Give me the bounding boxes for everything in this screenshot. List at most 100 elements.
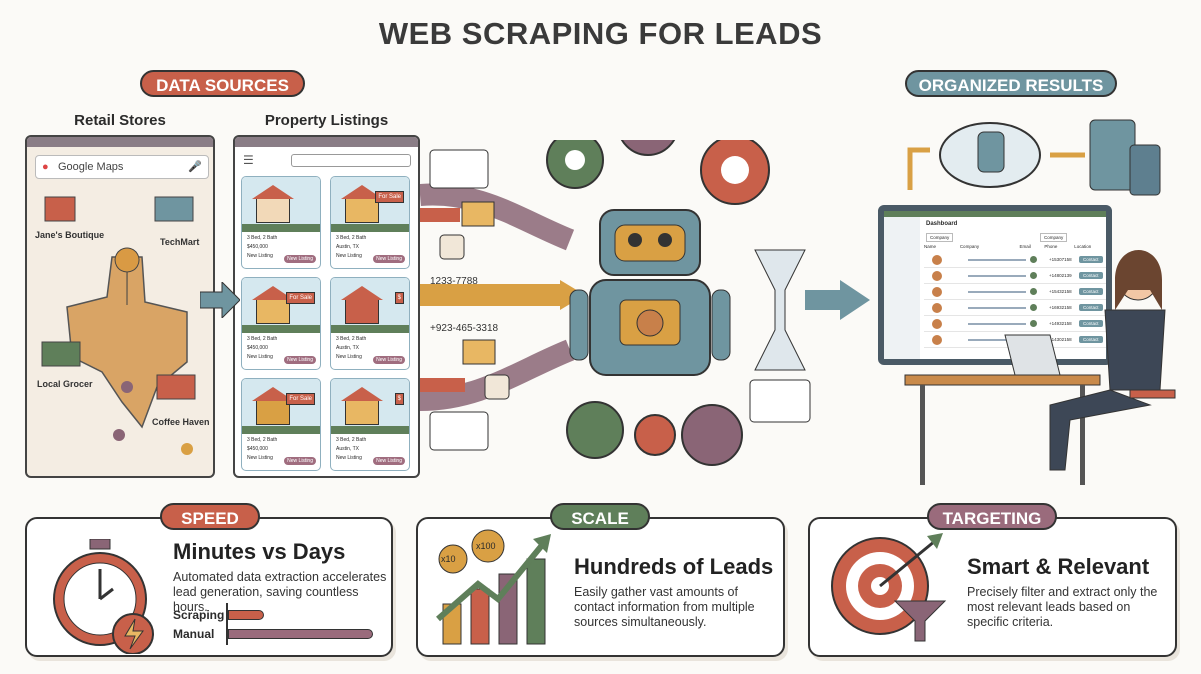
- avatar: [932, 318, 942, 329]
- avatar: [932, 270, 942, 281]
- column-header: Email: [1019, 244, 1031, 249]
- target-funnel-icon: [831, 533, 947, 642]
- contact-button[interactable]: Contact: [1079, 304, 1103, 311]
- property-heading: Property Listings: [264, 112, 389, 129]
- dashboard-sidebar: [884, 217, 920, 359]
- avatar: [932, 286, 942, 297]
- sale-sign: $: [394, 393, 404, 405]
- maps-search-input[interactable]: ● Google Maps 🎤: [35, 155, 209, 179]
- coin-label: x10: [441, 554, 456, 564]
- listing-card[interactable]: $ 3 Bed, 2 Bath Austin, TX New Listing N…: [330, 277, 410, 370]
- data-sources-pill: DATA SOURCES: [140, 70, 305, 97]
- targeting-card: Smart & Relevant Precisely filter and ex…: [808, 517, 1177, 657]
- data-flow-illustration: [420, 140, 870, 466]
- listing-status: New Listing: [247, 253, 273, 259]
- table-row[interactable]: +14802139 Contact: [924, 268, 1106, 284]
- phone-cell: +16932158: [1049, 305, 1072, 310]
- phone-number: +923-465-3318: [430, 323, 499, 334]
- bar-label-scraping: Scraping: [173, 608, 225, 622]
- house-illustration: For Sale: [242, 379, 320, 434]
- menu-icon[interactable]: ☰: [243, 153, 254, 167]
- house-illustration: $: [331, 278, 409, 333]
- phone-number: 1233-7788: [430, 276, 478, 287]
- listing-card[interactable]: For Sale 3 Bed, 2 Bath $450,000 New List…: [241, 277, 321, 370]
- new-listing-badge[interactable]: New Listing: [373, 356, 405, 364]
- titlebar: [884, 211, 1106, 217]
- scale-card: x10 x100 Hundreds of Leads Easily gather…: [416, 517, 785, 657]
- sale-sign: For Sale: [286, 393, 315, 405]
- contact-button[interactable]: Contact: [1079, 320, 1103, 327]
- listing-beds: 3 Bed, 2 Bath: [336, 336, 367, 342]
- column-header: Company: [959, 244, 980, 249]
- dashboard-title: Dashboard: [926, 221, 958, 227]
- manual-bar: [228, 629, 373, 639]
- contact-button[interactable]: Contact: [1079, 336, 1103, 343]
- check-icon: [1030, 304, 1037, 311]
- speed-card: Minutes vs Days Automated data extractio…: [25, 517, 393, 657]
- company-filter[interactable]: Company: [926, 233, 954, 242]
- scale-pill: SCALE: [550, 503, 650, 530]
- stopwatch-icon: [53, 539, 154, 654]
- targeting-pill: TARGETING: [927, 503, 1057, 530]
- listing-beds: 3 Bed, 2 Bath: [336, 437, 367, 443]
- company-filter[interactable]: Company: [1040, 233, 1068, 242]
- coin-label: x100: [476, 541, 496, 551]
- contact-button[interactable]: Contact: [1079, 272, 1103, 279]
- phone-cell: +14932158: [1049, 321, 1072, 326]
- contact-button[interactable]: Contact: [1079, 288, 1103, 295]
- listing-status: New Listing: [336, 253, 362, 259]
- table-row[interactable]: +16932158 Contact: [924, 300, 1106, 316]
- listing-info: Austin, TX: [336, 345, 359, 351]
- bar-label-manual: Manual: [173, 627, 215, 641]
- card-title: Smart & Relevant: [967, 554, 1150, 579]
- phone-cell: +14802139: [1049, 273, 1072, 278]
- scraping-bar: [228, 610, 265, 620]
- check-icon: [1030, 288, 1037, 295]
- new-listing-badge[interactable]: New Listing: [284, 356, 316, 364]
- house-illustration: [242, 177, 320, 232]
- store-label: Local Grocer: [37, 379, 93, 389]
- page-title: WEB SCRAPING FOR LEADS: [378, 16, 823, 51]
- contact-button[interactable]: Contact: [1079, 256, 1103, 263]
- table-row[interactable]: +14932158 Contact: [924, 316, 1106, 332]
- listing-card[interactable]: $ 3 Bed, 2 Bath Austin, TX New Listing N…: [330, 378, 410, 471]
- new-listing-badge[interactable]: New Listing: [284, 457, 316, 465]
- card-text: Precisely filter and extract only the mo…: [967, 585, 1158, 629]
- store-label: Jane's Boutique: [35, 230, 105, 240]
- card-title: Minutes vs Days: [173, 539, 346, 564]
- arrow-right-icon: [200, 282, 240, 318]
- listing-status: New Listing: [336, 455, 362, 461]
- company-placeholder: [968, 290, 1026, 293]
- card-text: Easily gather vast amounts of contact in…: [574, 585, 755, 629]
- column-header: Phone: [1044, 244, 1058, 249]
- listing-card[interactable]: For Sale 3 Bed, 2 Bath Austin, TX New Li…: [330, 176, 410, 269]
- listing-card[interactable]: For Sale 3 Bed, 2 Bath $450,000 New List…: [241, 378, 321, 471]
- new-listing-badge[interactable]: New Listing: [284, 255, 316, 263]
- check-icon: [1030, 272, 1037, 279]
- phone-cell: +14302158: [1049, 337, 1072, 342]
- company-placeholder: [968, 306, 1026, 309]
- cloud-database-illustration: [907, 119, 1161, 196]
- avatar: [932, 302, 942, 313]
- listing-beds: 3 Bed, 2 Bath: [336, 235, 367, 241]
- sale-sign: For Sale: [375, 191, 404, 203]
- company-placeholder: [968, 274, 1026, 277]
- listing-info: $450,000: [247, 244, 268, 250]
- card-text: Automated data extraction accelerates le…: [173, 570, 387, 614]
- speed-pill: SPEED: [160, 503, 260, 530]
- listing-beds: 3 Bed, 2 Bath: [247, 437, 278, 443]
- avatar: [932, 334, 942, 345]
- store-label: Coffee Haven: [152, 417, 210, 427]
- new-listing-badge[interactable]: New Listing: [373, 457, 405, 465]
- new-listing-badge[interactable]: New Listing: [373, 255, 405, 263]
- map-pin-icon: ●: [42, 161, 49, 173]
- listing-info: Austin, TX: [336, 244, 359, 250]
- check-icon: [1030, 320, 1037, 327]
- listing-card[interactable]: 3 Bed, 2 Bath $450,000 New Listing New L…: [241, 176, 321, 269]
- store-label: TechMart: [160, 237, 200, 247]
- search-input[interactable]: [291, 154, 411, 167]
- window-titlebar: [235, 137, 418, 147]
